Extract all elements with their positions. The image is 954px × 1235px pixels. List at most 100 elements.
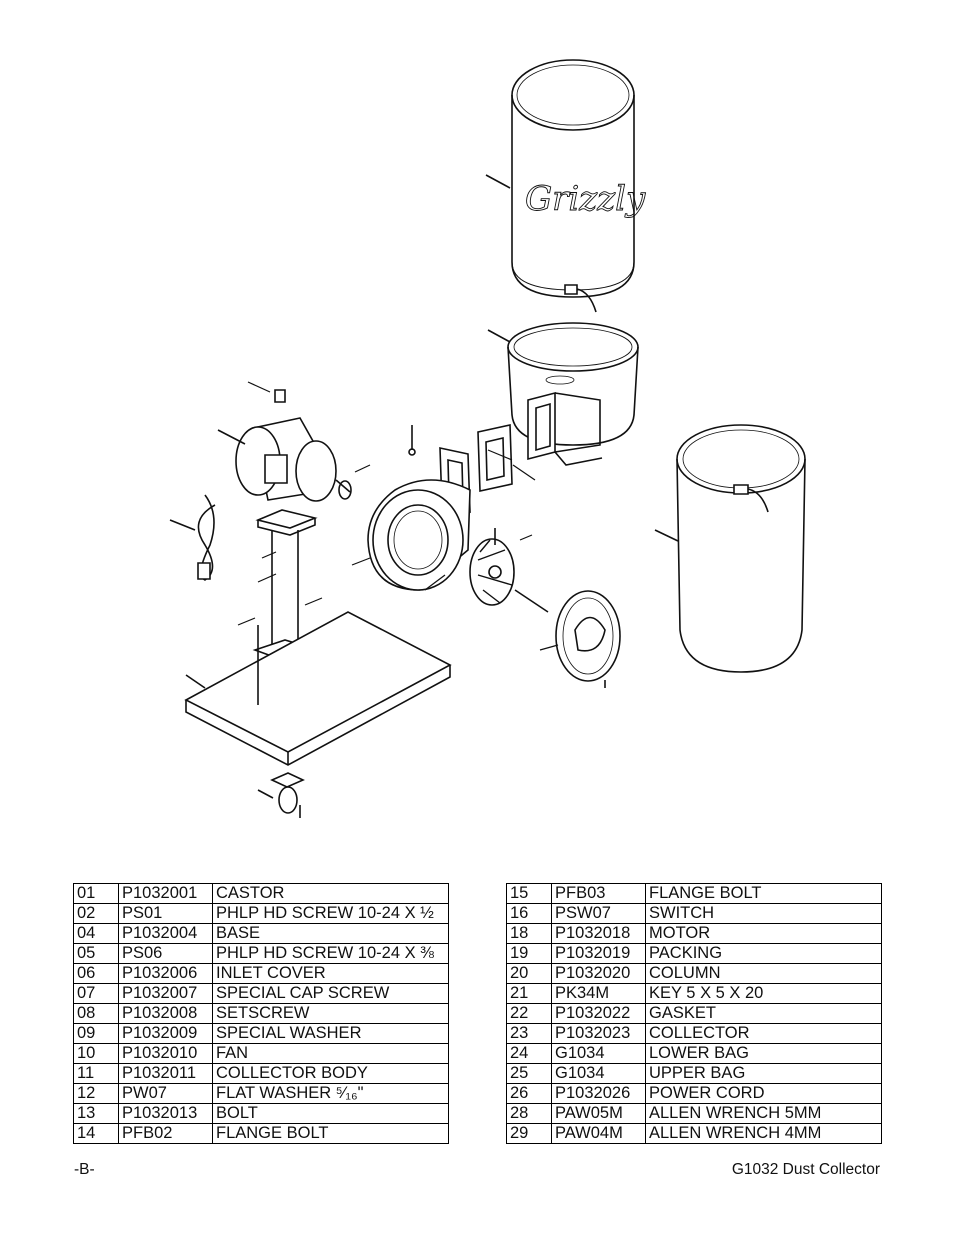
- part-description: COLLECTOR BODY: [212, 1063, 449, 1084]
- part-description: FLANGE BOLT: [645, 883, 882, 904]
- part-description: ALLEN WRENCH 5MM: [645, 1103, 882, 1124]
- part-number: P1032022: [551, 1003, 646, 1024]
- part-number: P1032020: [551, 963, 646, 984]
- part-number: P1032023: [551, 1023, 646, 1044]
- part-description: CASTOR: [212, 883, 449, 904]
- ref-number: 20: [506, 963, 552, 984]
- ref-number: 05: [73, 943, 119, 964]
- ref-number: 02: [73, 903, 119, 924]
- ref-number: 12: [73, 1083, 119, 1104]
- ref-number: 01: [73, 883, 119, 904]
- part-number: PFB02: [118, 1123, 213, 1144]
- ref-number: 08: [73, 1003, 119, 1024]
- part-description: MOTOR: [645, 923, 882, 944]
- part-description: FLANGE BOLT: [212, 1123, 449, 1144]
- upper-bag: Grizzly: [486, 60, 646, 312]
- lower-bag: [655, 425, 805, 672]
- part-description: LOWER BAG: [645, 1043, 882, 1064]
- ref-number: 15: [506, 883, 552, 904]
- power-cord: [170, 495, 215, 580]
- part-description: ALLEN WRENCH 4MM: [645, 1123, 882, 1144]
- part-number: PK34M: [551, 983, 646, 1004]
- part-number: PS06: [118, 943, 213, 964]
- part-number: P1032009: [118, 1023, 213, 1044]
- part-description: UPPER BAG: [645, 1063, 882, 1084]
- part-number: P1032004: [118, 923, 213, 944]
- part-description: BASE: [212, 923, 449, 944]
- part-number: P1032010: [118, 1043, 213, 1064]
- ref-number: 19: [506, 943, 552, 964]
- ref-number: 23: [506, 1023, 552, 1044]
- part-description: SPECIAL CAP SCREW: [212, 983, 449, 1004]
- part-number: P1032008: [118, 1003, 213, 1024]
- ref-number: 18: [506, 923, 552, 944]
- leader-lines: [238, 382, 558, 650]
- part-number: PS01: [118, 903, 213, 924]
- ref-number: 13: [73, 1103, 119, 1124]
- part-number: P1032018: [551, 923, 646, 944]
- ref-number: 07: [73, 983, 119, 1004]
- ref-number: 29: [506, 1123, 552, 1144]
- ref-number: 16: [506, 903, 552, 924]
- part-number: G1034: [551, 1043, 646, 1064]
- part-description: SPECIAL WASHER: [212, 1023, 449, 1044]
- part-description: INLET COVER: [212, 963, 449, 984]
- part-number: PSW07: [551, 903, 646, 924]
- part-number: PFB03: [551, 883, 646, 904]
- ref-number: 22: [506, 1003, 552, 1024]
- collector-inlet: [528, 393, 602, 465]
- part-description: BOLT: [212, 1103, 449, 1124]
- part-description: PHLP HD SCREW 10-24 X ⅜: [212, 943, 449, 964]
- fan: [470, 528, 548, 612]
- part-description: SETSCREW: [212, 1003, 449, 1024]
- part-number: P1032007: [118, 983, 213, 1004]
- part-description: GASKET: [645, 1003, 882, 1024]
- part-description: PACKING: [645, 943, 882, 964]
- ref-number: 10: [73, 1043, 119, 1064]
- part-number: P1032026: [551, 1083, 646, 1104]
- part-number: PAW04M: [551, 1123, 646, 1144]
- ref-number: 09: [73, 1023, 119, 1044]
- part-number: P1032019: [551, 943, 646, 964]
- fan-cover: [556, 591, 620, 688]
- ref-number: 21: [506, 983, 552, 1004]
- part-number: P1032011: [118, 1063, 213, 1084]
- ref-number: 04: [73, 923, 119, 944]
- bag-logo: Grizzly: [525, 179, 646, 219]
- base: [186, 612, 450, 765]
- part-description: COLUMN: [645, 963, 882, 984]
- part-description: POWER CORD: [645, 1083, 882, 1104]
- ref-number: 11: [73, 1063, 119, 1084]
- part-description: KEY 5 X 5 X 20: [645, 983, 882, 1004]
- exploded-parts-diagram: Grizzly: [0, 0, 954, 860]
- part-description: SWITCH: [645, 903, 882, 924]
- ref-number: 14: [73, 1123, 119, 1144]
- part-number: PW07: [118, 1083, 213, 1104]
- part-description: COLLECTOR: [645, 1023, 882, 1044]
- document-title: G1032 Dust Collector: [731, 1161, 880, 1178]
